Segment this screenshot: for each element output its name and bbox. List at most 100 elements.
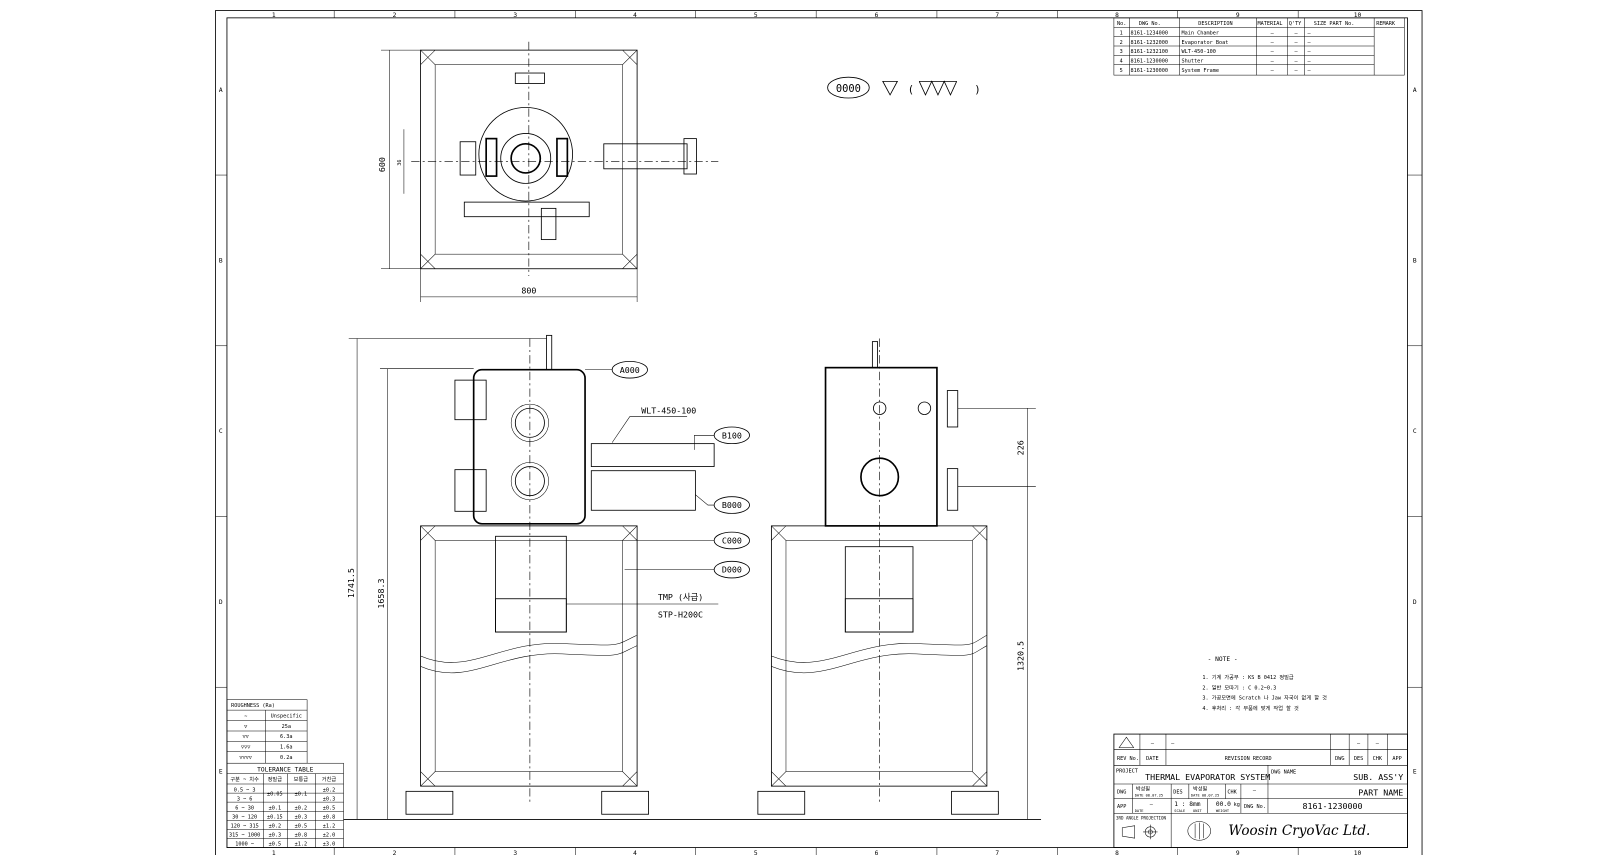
part-qty: —	[1295, 68, 1299, 74]
dwg-label: DWG	[1335, 756, 1344, 762]
dim-800: 800	[521, 286, 536, 296]
chk-label: CHK	[1373, 756, 1383, 762]
part-qty: —	[1295, 31, 1299, 37]
callout-balloon	[713, 531, 750, 550]
tolerance-fine: ±0.3	[269, 833, 282, 839]
zone-row-label: A	[1413, 87, 1417, 94]
inner-border	[226, 17, 1408, 848]
revision-triangle-icon	[1118, 736, 1135, 748]
zone-col-label: 2	[393, 12, 397, 19]
company-name: Woosin CryoVac Ltd.	[1228, 823, 1370, 839]
callout-c000: C000	[722, 536, 742, 546]
tolerance-range: 1000 ~	[235, 842, 254, 848]
part-material: —	[1271, 68, 1275, 74]
part-no: 4	[1120, 59, 1123, 65]
tolerance-fine: ±0.05	[267, 792, 283, 798]
roughness-symbol: ▽▽▽	[241, 745, 251, 751]
drawn-date: DATE 08.07.25	[1135, 794, 1163, 798]
company-logo-icon	[1187, 821, 1211, 841]
part-name: PART NAME	[1358, 788, 1403, 798]
part-dwg-no: 8161-1234000	[1131, 31, 1168, 37]
balloon	[827, 76, 870, 99]
unit-value: mm	[1193, 801, 1201, 808]
app-value: —	[1150, 802, 1154, 808]
zone-col-label: 5	[754, 850, 758, 855]
callout-d000: D000	[722, 565, 742, 575]
dim-small: 36	[397, 159, 403, 165]
roughness-value: 1.6a	[280, 745, 293, 751]
title-block: — — — — REV No. DATE REVISION RECORD DWG…	[1113, 733, 1408, 848]
zone-col-label: 1	[272, 12, 276, 19]
part-no: 5	[1120, 68, 1123, 74]
drawn-by: 박성필	[1136, 784, 1151, 792]
callout-balloon	[713, 496, 750, 514]
tolerance-coarse: ±0.2	[323, 787, 336, 793]
rev-no-label: REV No.	[1117, 756, 1139, 762]
callout-b100: B100	[722, 430, 742, 440]
part-dwg-no: 8161-1230000	[1131, 59, 1168, 65]
zone-col-label: 3	[513, 850, 517, 855]
tolerance-coarse: ±3.0	[323, 842, 336, 848]
rev-chk-value: —	[1376, 740, 1380, 746]
tolerance-coarse: ±2.0	[323, 833, 336, 839]
part-qty: —	[1295, 40, 1299, 46]
dim-1658-3: 1658.3	[376, 579, 386, 609]
tolerance-title: TOLERANCE TABLE	[257, 767, 314, 774]
label-wlt-450-100: WLT-450-100	[641, 405, 696, 415]
tolerance-fine: ±0.15	[267, 815, 283, 821]
dwg-row-label: DWG	[1117, 789, 1126, 795]
zone-col-label: 6	[875, 12, 879, 19]
date-label: DATE	[1146, 756, 1159, 762]
zone-col-label: 9	[1236, 12, 1240, 19]
part-no: 2	[1120, 40, 1123, 46]
part-qty: —	[1295, 59, 1299, 65]
roughness-title: ROUGHNESS (Ra)	[231, 703, 275, 709]
part-size: —	[1308, 68, 1312, 74]
dim-1741-5: 1741.5	[346, 568, 356, 598]
tolerance-range: 120 ~ 315	[231, 824, 259, 830]
callout-balloon	[713, 560, 750, 579]
zone-col-label: 1	[272, 850, 276, 855]
part-description: System Frame	[1182, 68, 1219, 74]
des-row-label: DES	[1173, 789, 1182, 795]
projection-label: 3RD ANGLE PROJECTION	[1116, 815, 1167, 820]
zone-row-label: C	[1413, 428, 1417, 435]
scale-label: SCALE	[1174, 809, 1185, 813]
header-remark: REMARK	[1376, 21, 1396, 27]
paren-close: )	[974, 84, 980, 96]
zone-col-label: 2	[393, 850, 397, 855]
notes: - NOTE - 1. 기계 가공부 : KS B 0412 정밀급 2. 일반…	[1202, 656, 1327, 712]
tolerance-header: 거친급	[322, 775, 337, 783]
tolerance-medium: ±0.1	[295, 792, 308, 798]
tolerance-coarse: ±1.2	[323, 824, 336, 830]
tolerance-range: 30 ~ 120	[232, 815, 257, 821]
tolerance-fine: ±0.5	[269, 842, 282, 848]
tolerance-range: 0.5 ~ 3	[234, 787, 256, 793]
zone-col-label: 8	[1115, 12, 1119, 19]
callout-a000: A000	[620, 365, 640, 375]
weight-unit: kg	[1234, 802, 1240, 808]
tolerance-coarse: ±0.5	[323, 805, 336, 811]
header-qty: Q'TY	[1289, 21, 1302, 27]
roughness-symbol: ▽▽	[243, 734, 250, 740]
part-description: Shutter	[1182, 59, 1204, 65]
roughness-value: 0.2a	[280, 755, 293, 761]
triple-triangle-icon	[918, 80, 958, 96]
zone-col-label: 4	[633, 12, 637, 19]
tolerance-medium: ±0.2	[295, 805, 308, 811]
triangle-icon	[882, 80, 899, 96]
rev-des-value: —	[1357, 740, 1361, 746]
tolerance-coarse: ±0.3	[323, 796, 336, 802]
header-description: DESCRIPTION	[1198, 21, 1232, 27]
zone-col-label: 3	[513, 12, 517, 19]
chk-row-label: CHK	[1227, 789, 1237, 795]
weight-label: WEIGHT	[1216, 809, 1230, 813]
part-material: —	[1271, 59, 1275, 65]
app-row-label: APP	[1117, 804, 1126, 810]
callout-balloon	[713, 426, 750, 445]
part-description: WLT-450-100	[1182, 49, 1216, 55]
des-label: DES	[1354, 756, 1363, 762]
zone-row-label: D	[1413, 599, 1417, 606]
callout-b000: B000	[722, 500, 742, 510]
